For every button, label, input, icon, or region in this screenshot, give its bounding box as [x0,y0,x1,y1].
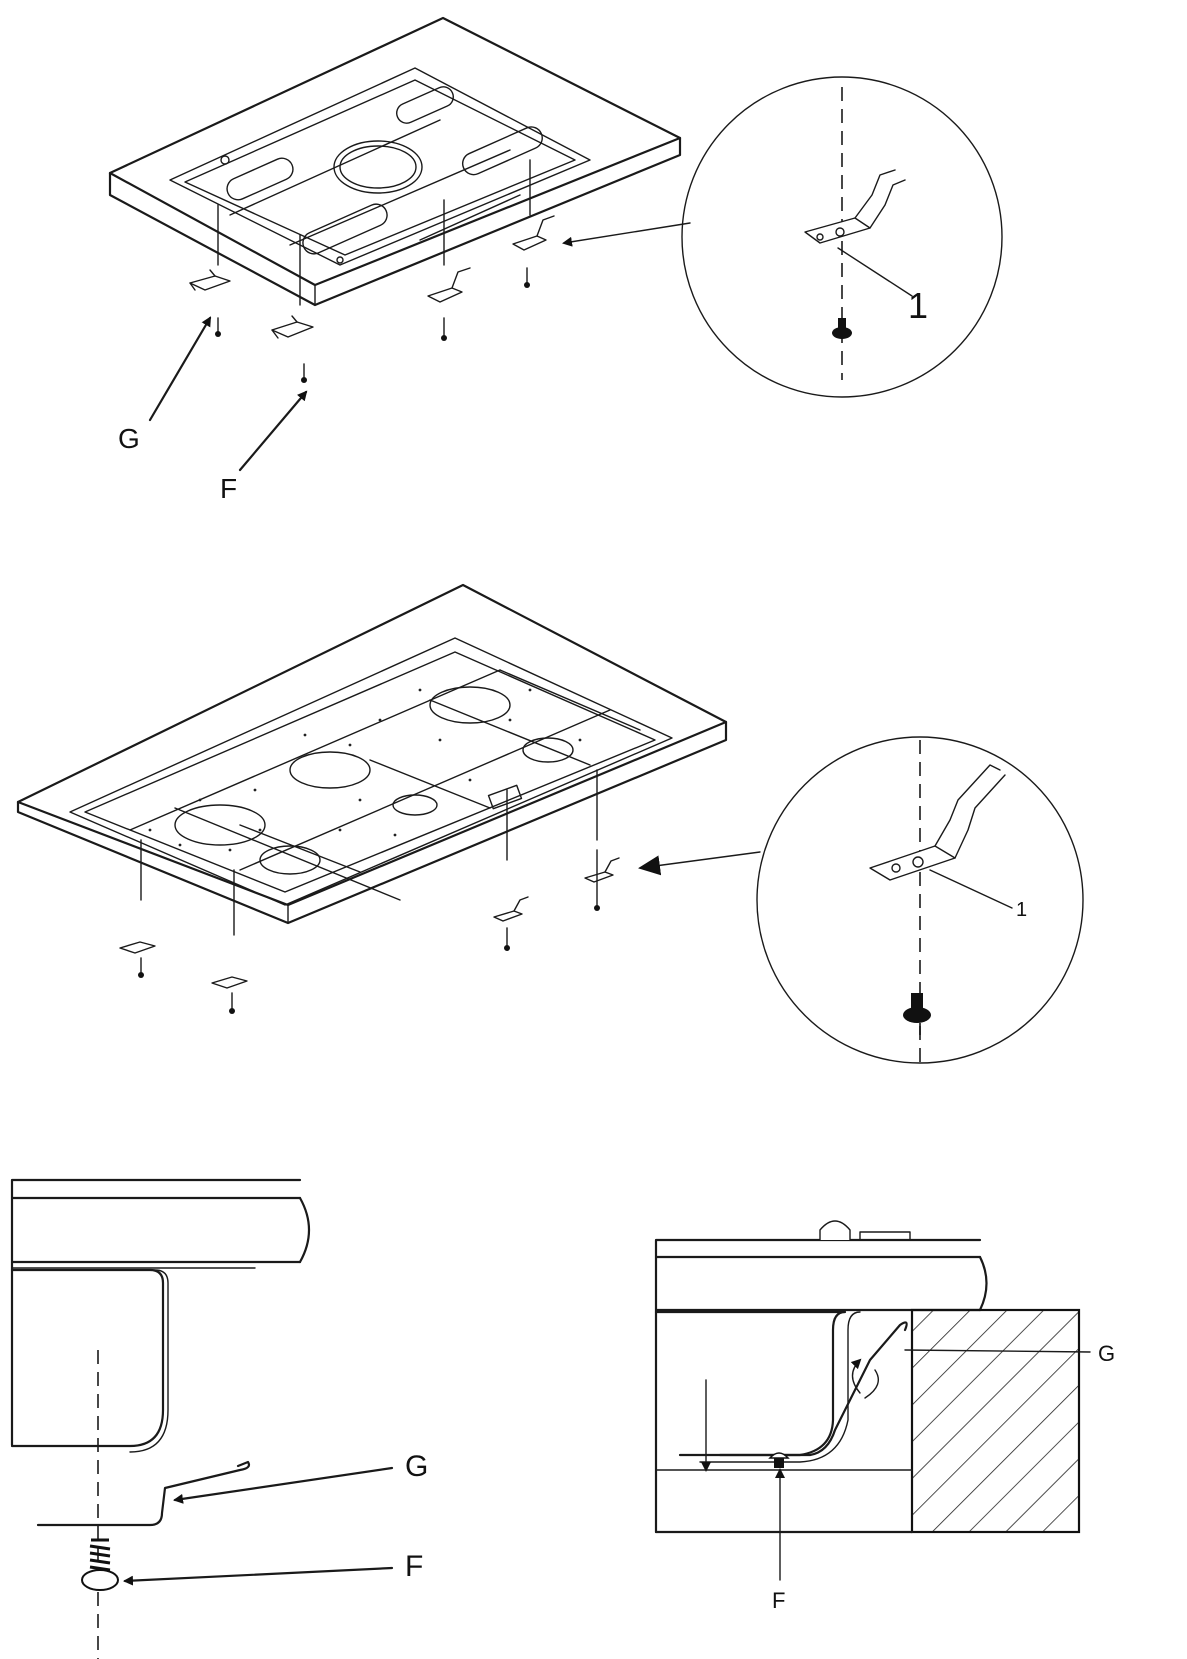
mid-burner-3 [429,686,511,724]
mid-detail-pointer [638,851,761,876]
top-bracket-2 [271,315,314,383]
bottom-right-label-g: G [1098,1341,1115,1366]
bottom-left-screw-f [81,1538,119,1591]
top-detail-label-1: 1 [908,285,928,326]
mid-detail-circle: 1 [756,736,1084,1065]
mid-detail-label-1: 1 [1016,899,1027,921]
bottom-left-arrow-f [123,1566,394,1586]
bottom-right-knob [819,1220,851,1241]
top-bracket-1 [189,269,231,337]
bottom-left-label-g: G [405,1450,428,1483]
bottom-right-arrow-g [904,1349,1091,1353]
top-label-f: F [220,473,237,504]
mid-detail-screw [903,993,931,1035]
mid-bracket-3 [493,896,529,951]
top-detail-circle: 1 [681,76,1003,398]
top-arrow-f [238,390,308,472]
top-hood-diagram: G F 1 [108,16,1003,504]
bottom-left-arrow-g [173,1466,394,1504]
top-bracket-4 [512,215,555,288]
bottom-right-screw-f [768,1452,790,1468]
mid-bracket-4 [584,849,620,911]
bottom-left-hood-wall [10,1268,165,1448]
bottom-left-bracket-g [36,1460,251,1527]
mid-burner-2 [289,751,371,789]
top-detail-bracket [804,217,871,244]
top-hood-outer-frame [108,16,682,307]
top-hood-inner-panel [169,67,591,266]
top-label-g: G [118,423,140,454]
mid-bracket-2 [211,976,248,1014]
top-center-vent [333,140,423,194]
bottom-right-hood-wall [654,1310,847,1457]
bottom-left-label-f: F [405,1550,423,1583]
mid-burner-1 [174,804,266,846]
mid-hood-inner-panel [69,637,673,906]
middle-hood-diagram: 1 [16,583,1084,1065]
mid-bracket-1 [119,941,156,978]
top-detail-pointer [562,222,691,247]
bottom-right-label-f: F [772,1588,785,1613]
top-arrow-g [148,316,212,422]
top-detail-screw [832,318,852,339]
bottom-left-section: G F [10,1178,428,1659]
bottom-right-cabinet-hatch [910,1308,1081,1534]
mid-hood-outer-frame [16,583,728,925]
bottom-right-bracket-g [718,1321,908,1457]
top-bracket-3 [427,267,471,341]
bottom-right-section: F G [654,1220,1115,1613]
